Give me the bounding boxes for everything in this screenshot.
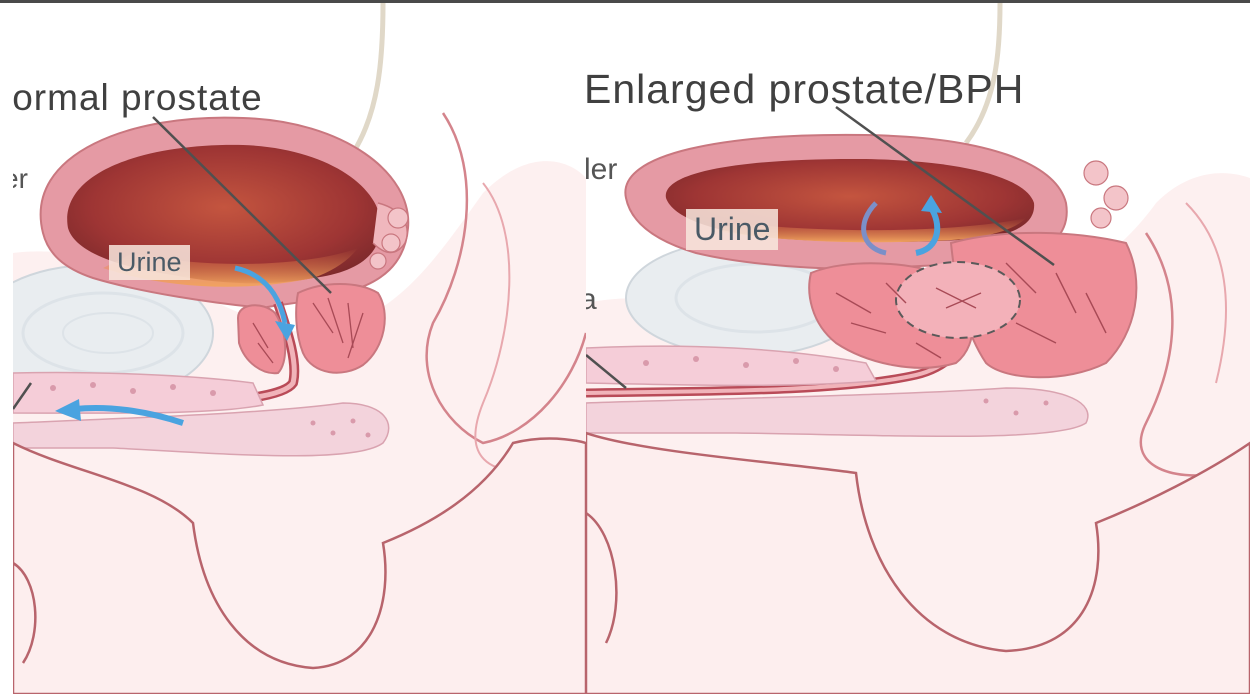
tube-line [353,3,383,153]
enlarged-prostate-panel: Enlarged prostate/BPH ler a Urine [586,3,1250,694]
urine-label: Urine [109,245,190,280]
normal-prostate-title: lormal prostate [13,77,263,119]
bladder-side-label: ler [586,153,617,187]
bone-side-label: a [586,283,597,317]
normal-prostate-panel: lormal prostate er Urine [13,3,586,694]
enlarged-prostate-title: Enlarged prostate/BPH [586,66,1024,113]
bladder-side-label: er [13,163,28,195]
bladder [41,118,409,308]
urine-label: Urine [686,209,778,250]
